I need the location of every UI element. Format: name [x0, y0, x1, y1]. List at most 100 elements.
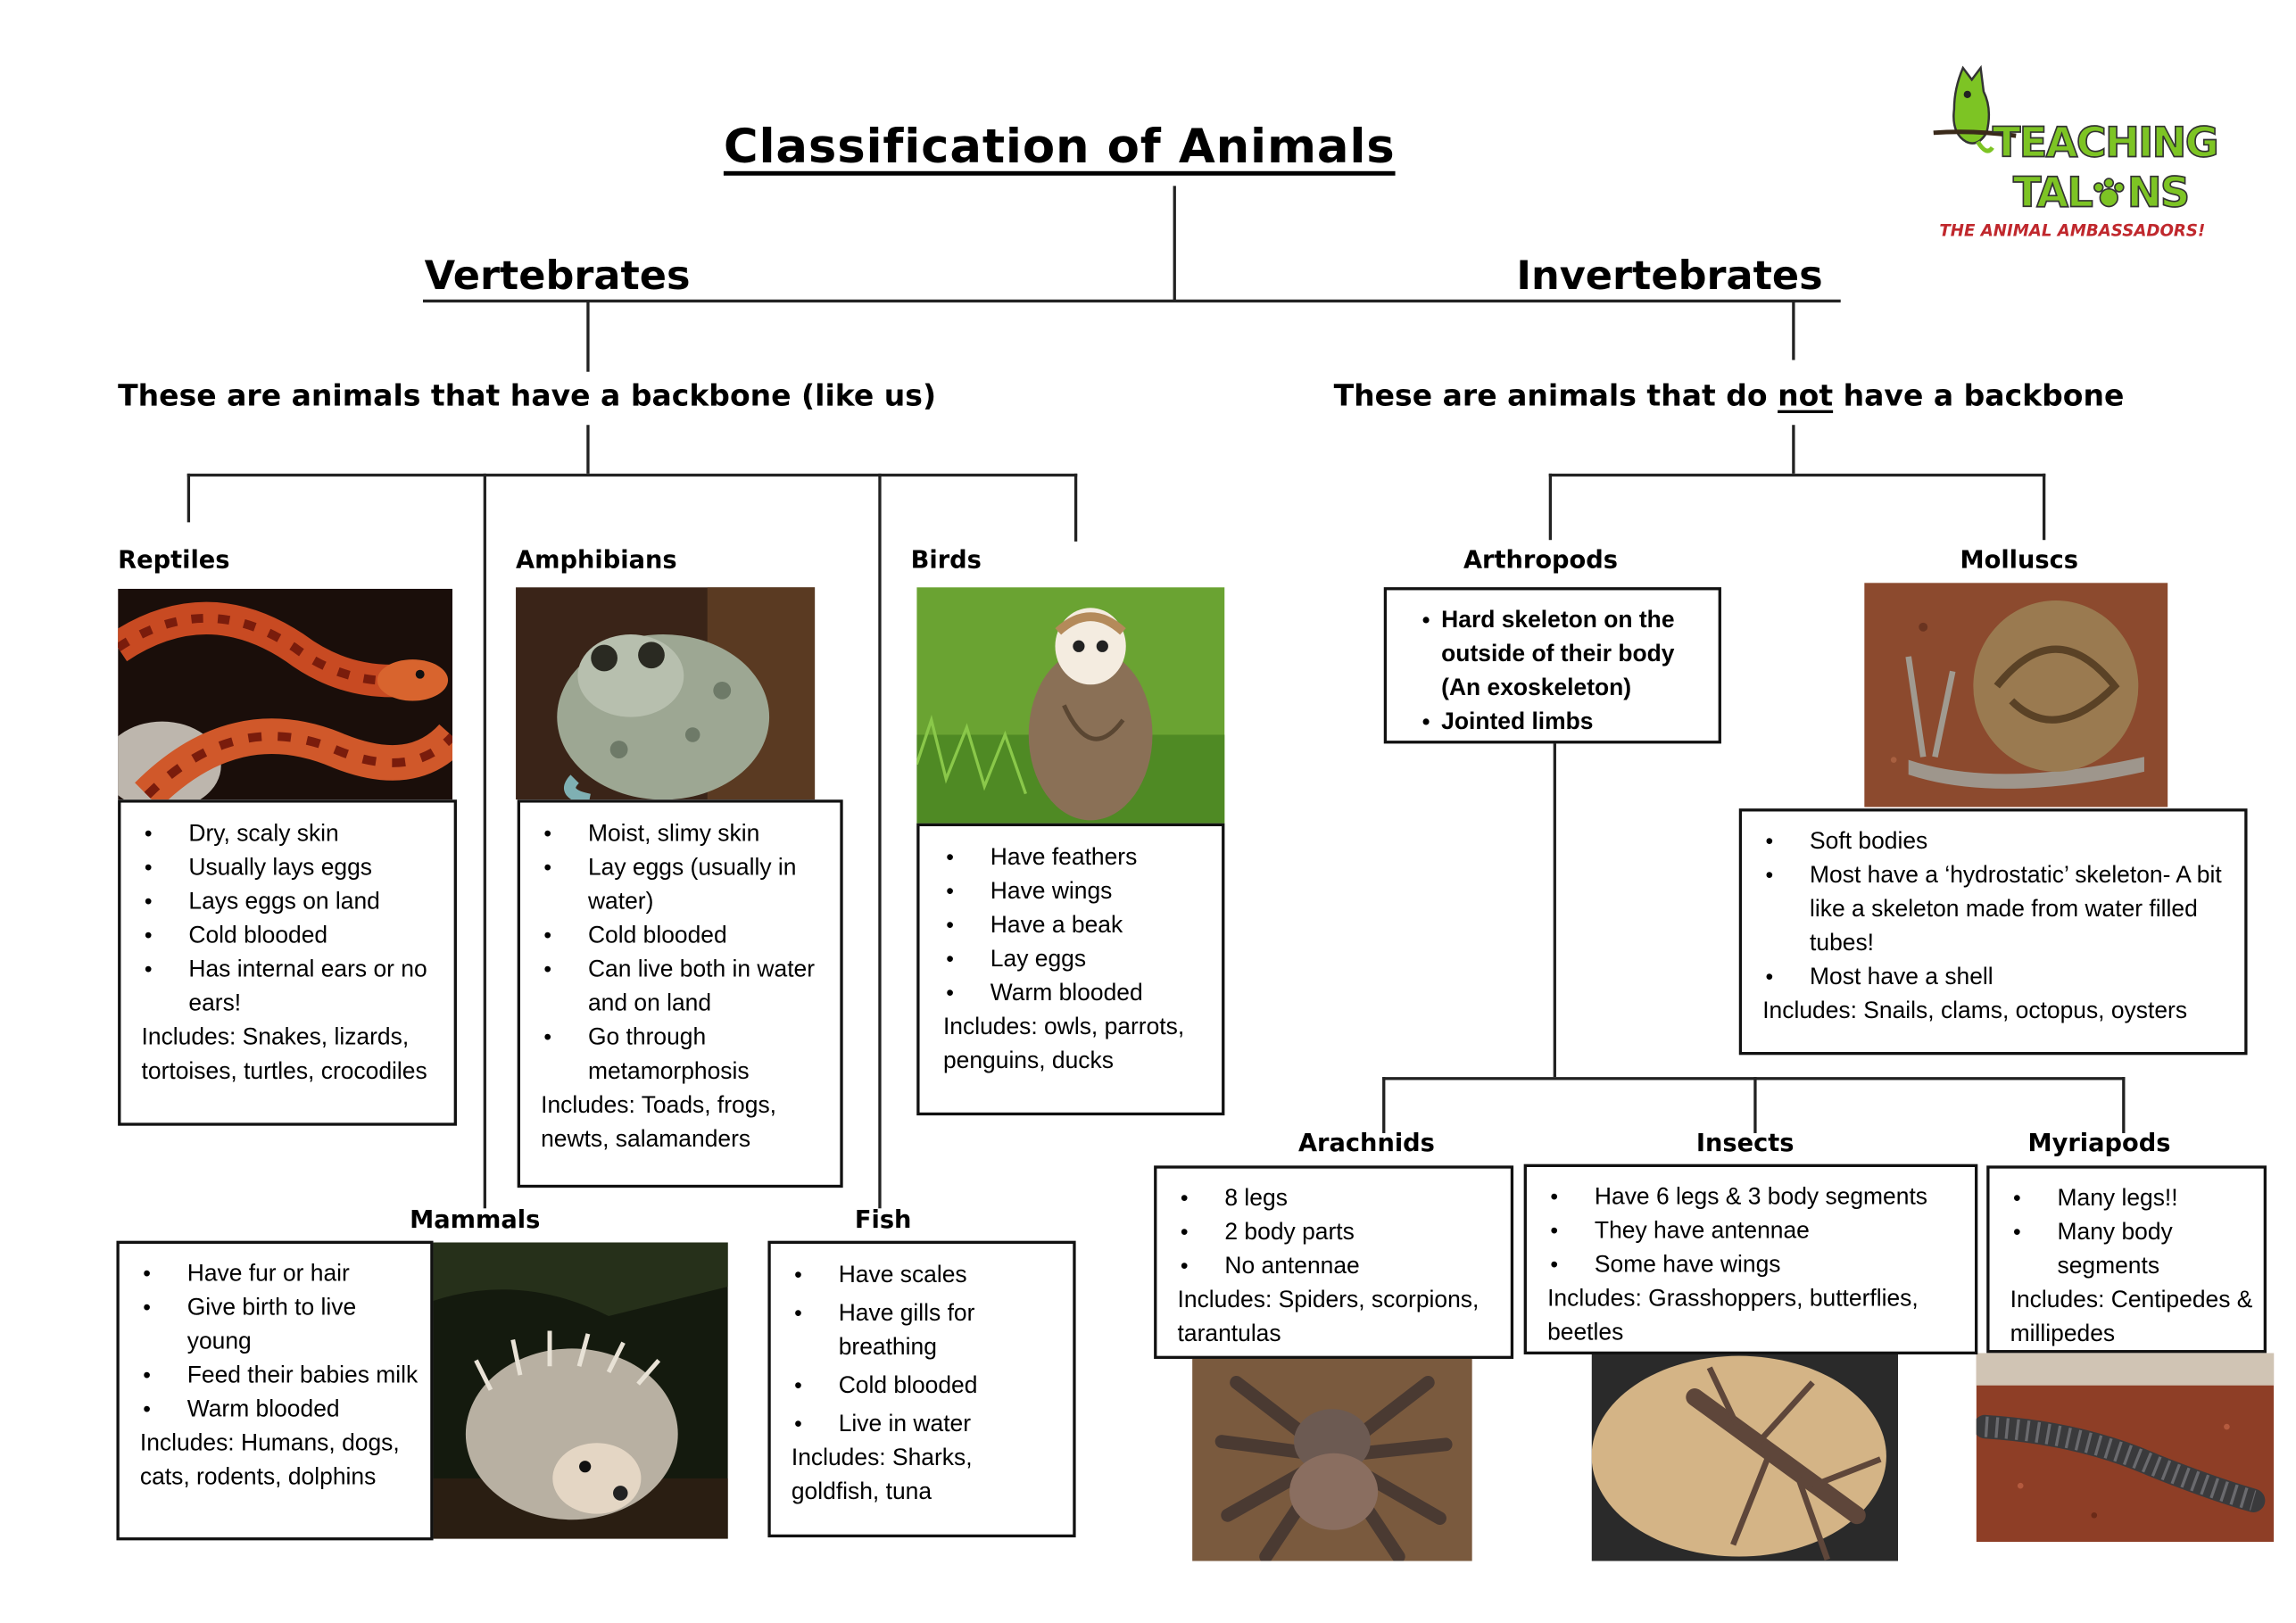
logo-line1: TEACHING	[1992, 117, 2220, 167]
insects-includes: Includes: Grasshoppers, butterflies, bee…	[1547, 1286, 1919, 1346]
teaching-talons-logo: TEACHING TAL NS THE ANIMAL AMBASSADORS!	[1927, 59, 2244, 251]
vertebrates-heading: Vertebrates	[424, 253, 691, 300]
list-item: Most have a shell	[1762, 960, 2235, 994]
myriapods-drop	[2122, 1077, 2126, 1133]
mammals-includes: Includes: Humans, dogs, cats, rodents, d…	[139, 1430, 400, 1491]
logo-tagline: THE ANIMAL AMBASSADORS!	[1939, 221, 2206, 241]
vert-drop-line	[586, 425, 590, 474]
mammals-label: Mammals	[410, 1205, 541, 1234]
fish-facts: Have scales Have gills for breathing Col…	[792, 1259, 1065, 1442]
stick-insect-photo	[1591, 1353, 1899, 1561]
amphibians-label: Amphibians	[516, 545, 677, 575]
paw-icon	[2092, 171, 2127, 208]
invertebrates-heading: Invertebrates	[1516, 253, 1823, 300]
list-item: Some have wings	[1547, 1248, 1969, 1282]
arthropod-branch-line	[1382, 1077, 2126, 1081]
fish-label: Fish	[854, 1205, 912, 1234]
arthropods-drop	[1548, 473, 1553, 541]
vertebrates-description: These are animals that have a backbone (…	[118, 377, 937, 414]
list-item: Hard skeleton on the outside of their bo…	[1422, 603, 1707, 705]
list-item: Lay eggs (usually in water)	[541, 851, 831, 919]
arachnids-includes: Includes: Spiders, scorpions, tarantulas	[1177, 1288, 1480, 1347]
list-item: Have scales	[792, 1259, 1065, 1293]
frog-photo	[516, 587, 816, 800]
list-item: Jointed limbs	[1422, 705, 1710, 739]
invertebrates-description: These are animals that do not have a bac…	[1334, 377, 2125, 413]
hedgehog-photo	[431, 1242, 728, 1539]
molluscs-includes: Includes: Snails, clams, octopus, oyster…	[1762, 998, 2188, 1024]
list-item: Go through metamorphosis	[541, 1021, 831, 1089]
arthropods-facts: Hard skeleton on the outside of their bo…	[1422, 603, 1710, 739]
arthropods-label: Arthropods	[1463, 545, 1619, 575]
birds-drop	[1073, 473, 1078, 542]
molluscs-drop	[2042, 473, 2046, 541]
logo-line2a: TAL	[2012, 168, 2094, 218]
myriapods-box: Many legs!! Many body segments Includes:…	[1986, 1165, 2267, 1354]
insects-facts: Have 6 legs & 3 body segments They have …	[1547, 1180, 1969, 1282]
list-item: No antennae	[1178, 1250, 1505, 1284]
list-item: Has internal ears or no ears!	[142, 953, 445, 1021]
reptiles-box: Dry, scaly skin Usually lays eggs Lays e…	[118, 799, 457, 1126]
list-item: Cold blooded	[142, 919, 445, 953]
arachnids-label: Arachnids	[1297, 1129, 1435, 1157]
list-item: Have wings	[943, 875, 1213, 909]
birds-label: Birds	[910, 545, 982, 575]
list-item: Many body segments	[2010, 1216, 2258, 1284]
list-item: Warm blooded	[943, 977, 1213, 1011]
birds-includes: Includes: owls, parrots, penguins, ducks	[942, 1014, 1185, 1074]
list-item: 2 body parts	[1178, 1216, 1505, 1250]
insects-label: Insects	[1695, 1129, 1795, 1157]
fish-box: Have scales Have gills for breathing Col…	[767, 1240, 1076, 1538]
molluscs-label: Molluscs	[1960, 545, 2079, 575]
arthropods-box: Hard skeleton on the outside of their bo…	[1383, 587, 1721, 744]
vert-branch-line	[186, 473, 1078, 477]
snail-photo	[1864, 583, 2168, 807]
reptiles-label: Reptiles	[118, 545, 230, 575]
list-item: Have a beak	[943, 909, 1213, 943]
arachnids-box: 8 legs 2 body parts No antennae Includes…	[1154, 1165, 1514, 1359]
owl-photo	[916, 587, 1225, 825]
molluscs-box: Soft bodies Most have a ‘hydrostatic’ sk…	[1738, 808, 2248, 1056]
logo-line2b: NS	[2126, 168, 2191, 218]
page-title: Classification of Animals	[723, 118, 1396, 175]
invert-desc-end: have a backbone	[1833, 377, 2125, 414]
invert-link-line	[1792, 301, 1795, 360]
list-item: 8 legs	[1178, 1182, 1505, 1216]
birds-box: Have feathers Have wings Have a beak Lay…	[916, 823, 1225, 1116]
myriapods-includes: Includes: Centipedes & millipedes	[2010, 1288, 2253, 1347]
list-item: Can live both in water and on land	[541, 953, 831, 1021]
logo-line2: TAL NS	[2012, 168, 2191, 218]
list-item: Usually lays eggs	[142, 851, 445, 885]
reptiles-includes: Includes: Snakes, lizards, tortoises, tu…	[141, 1025, 427, 1085]
top-branch-line	[422, 299, 1841, 302]
list-item: Feed their babies milk	[140, 1359, 421, 1393]
trunk-line	[1173, 186, 1176, 302]
arachnids-drop	[1382, 1077, 1386, 1133]
amphibians-includes: Includes: Toads, frogs, newts, salamande…	[541, 1093, 777, 1153]
list-item: Many legs!!	[2010, 1182, 2258, 1216]
list-item: Lays eggs on land	[142, 885, 445, 919]
invert-desc-emphasis: not	[1778, 377, 1834, 414]
reptiles-drop	[186, 473, 191, 523]
molluscs-facts: Soft bodies Most have a ‘hydrostatic’ sk…	[1762, 824, 2235, 994]
list-item: Soft bodies	[1762, 824, 2235, 858]
insects-drop	[1753, 1077, 1757, 1133]
owl-logo-icon	[1933, 64, 2017, 153]
list-item: Cold blooded	[792, 1370, 1065, 1404]
millipede-photo	[1976, 1353, 2275, 1543]
list-item: Have 6 legs & 3 body segments	[1547, 1180, 1969, 1214]
amphibians-facts: Moist, slimy skin Lay eggs (usually in w…	[541, 817, 831, 1089]
list-item: Dry, scaly skin	[142, 817, 445, 851]
list-item: Cold blooded	[541, 919, 831, 953]
myriapods-label: Myriapods	[2027, 1129, 2171, 1157]
tarantula-photo	[1192, 1353, 1472, 1561]
reptiles-facts: Dry, scaly skin Usually lays eggs Lays e…	[142, 817, 445, 1021]
arachnids-facts: 8 legs 2 body parts No antennae	[1178, 1182, 1505, 1284]
vert-link-line	[586, 301, 590, 372]
list-item: Warm blooded	[140, 1393, 421, 1427]
invert-branch-line	[1548, 473, 2046, 477]
list-item: They have antennae	[1547, 1214, 1969, 1248]
birds-facts: Have feathers Have wings Have a beak Lay…	[943, 841, 1213, 1011]
list-item: Lay eggs	[943, 943, 1213, 977]
